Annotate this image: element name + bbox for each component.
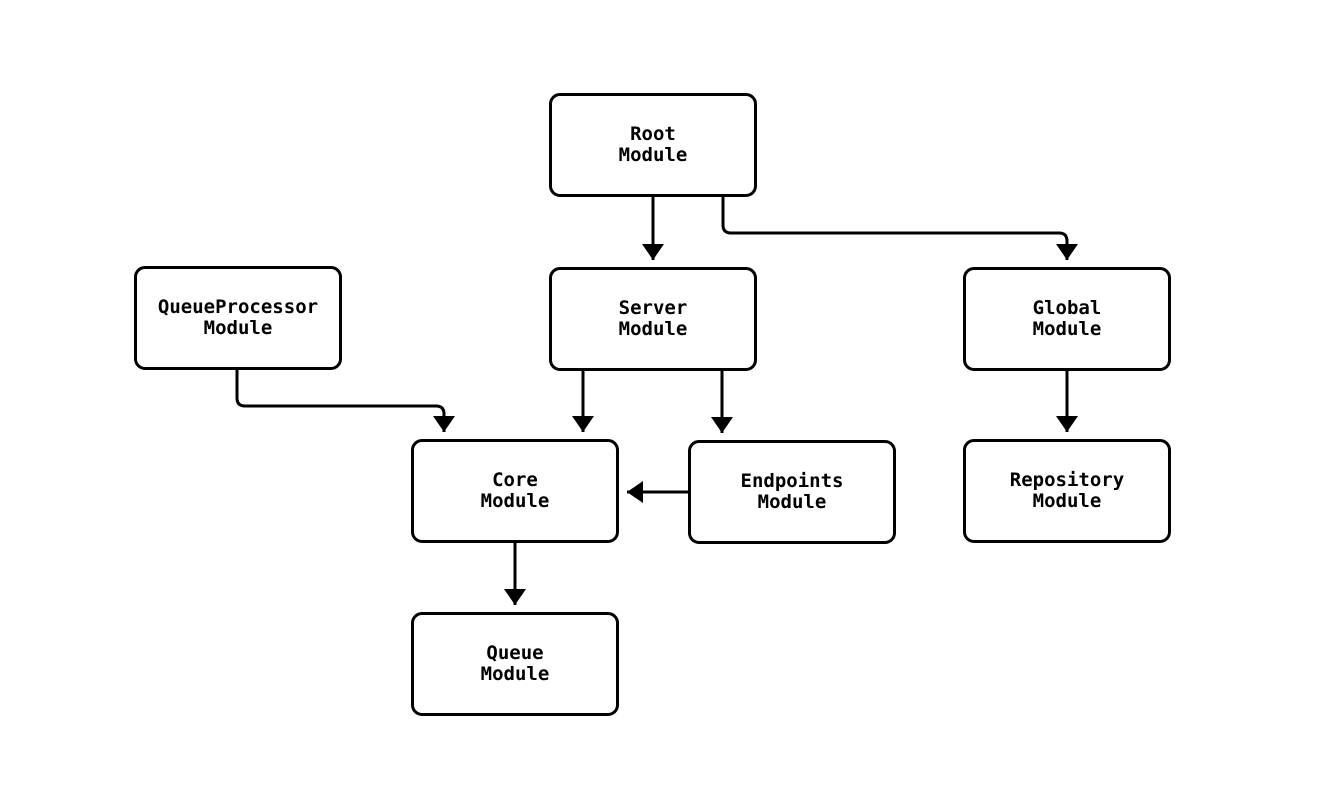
edge-queueprocessor-to-core xyxy=(235,370,455,432)
node-label-line: Repository xyxy=(1009,469,1125,491)
node-label-line: Root xyxy=(630,123,676,145)
node-repository-module: Repository Module xyxy=(963,439,1171,543)
node-label-line: Module xyxy=(757,491,827,513)
node-queueprocessor-module: QueueProcessor Module xyxy=(134,266,342,370)
node-label-line: Module xyxy=(618,144,688,166)
node-label-line: Global xyxy=(1032,297,1102,319)
node-server-module: Server Module xyxy=(549,267,757,371)
edge-root-to-global xyxy=(721,197,1078,260)
node-endpoints-module: Endpoints Module xyxy=(688,440,896,544)
node-label-line: Module xyxy=(1032,318,1102,340)
node-root-module: Root Module xyxy=(549,93,757,197)
node-label-line: Server xyxy=(618,297,688,319)
node-label-line: Module xyxy=(618,318,688,340)
node-label-line: Endpoints xyxy=(740,470,844,492)
node-global-module: Global Module xyxy=(963,267,1171,371)
node-core-module: Core Module xyxy=(411,439,619,543)
node-label-line: Module xyxy=(203,317,273,339)
node-label-line: Module xyxy=(1032,490,1102,512)
node-label-line: QueueProcessor xyxy=(157,296,319,318)
node-label-line: Module xyxy=(480,490,550,512)
node-label-line: Core xyxy=(492,469,538,491)
node-queue-module: Queue Module xyxy=(411,612,619,716)
node-label-line: Queue xyxy=(486,642,544,664)
node-label-line: Module xyxy=(480,663,550,685)
